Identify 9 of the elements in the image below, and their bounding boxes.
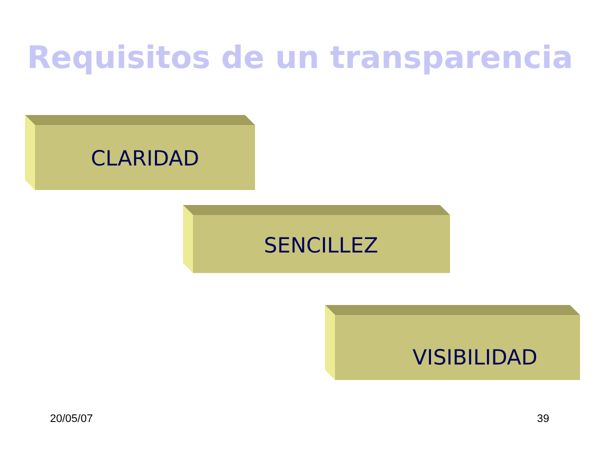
raised-block	[183, 205, 450, 273]
block-label: SENCILLEZ	[264, 236, 378, 256]
block-label: VISIBILIDAD	[412, 348, 538, 368]
raised-block	[325, 305, 580, 380]
slide-title: Requisitos de un transparencia	[26, 40, 574, 76]
page-number: 39	[537, 413, 550, 425]
raised-block	[25, 115, 255, 190]
block-label: CLARIDAD	[90, 148, 200, 170]
slide-date: 20/05/07	[50, 413, 93, 425]
